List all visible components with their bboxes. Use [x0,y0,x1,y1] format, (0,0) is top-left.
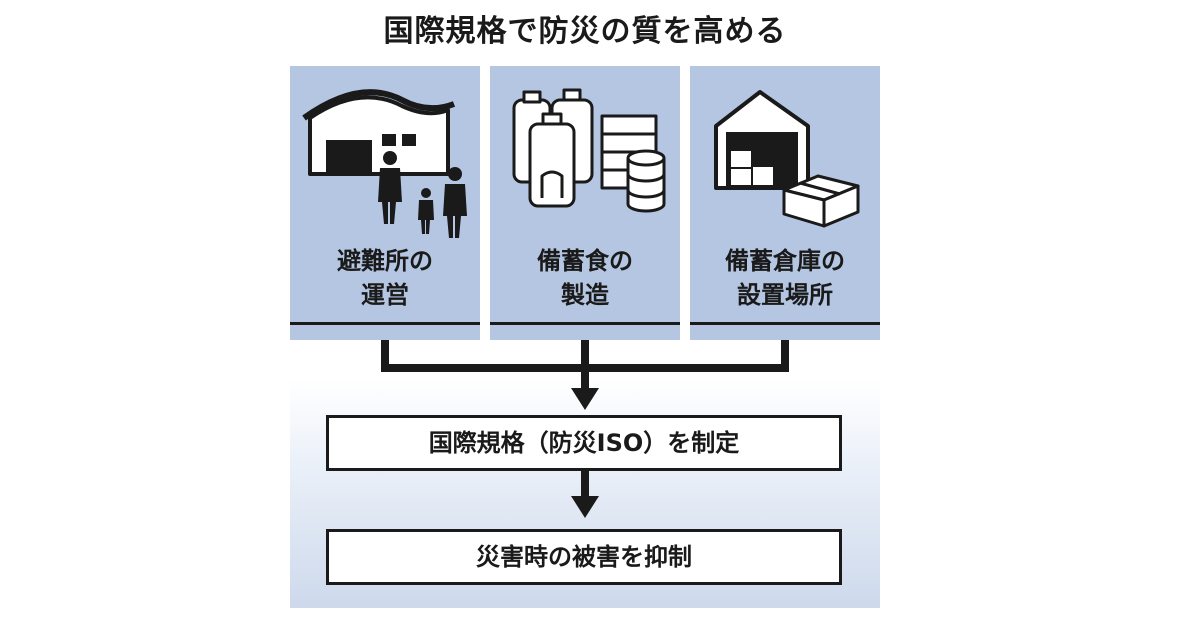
panel-label-line1: 備蓄倉庫の [725,247,845,275]
diagram-title: 国際規格で防災の質を高める [383,14,787,49]
panel-shelter: 避難所の 運営 [290,66,480,340]
panel-label-line2: 運営 [361,281,409,309]
panel-label-line2: 設置場所 [737,281,833,309]
arrow-head-2 [571,496,599,518]
evacuation-shelter-icon [302,89,467,238]
panel-underline [690,322,880,325]
step-box-standard: 国際規格（防災ISO）を制定 [326,415,842,471]
panel-underline [290,322,480,325]
arrow-head-1 [571,388,599,410]
step-box-outcome: 災害時の被害を抑制 [326,529,842,585]
panel-food: 備蓄食の 製造 [490,66,680,340]
panel-label-line1: 避難所の [337,247,433,275]
stockpile-food-icon [512,88,666,213]
panel-underline [490,322,680,325]
storage-warehouse-icon [714,90,860,228]
panel-warehouse: 備蓄倉庫の 設置場所 [690,66,880,340]
panel-label-line2: 製造 [561,281,609,309]
panel-label-line1: 備蓄食の [537,247,633,275]
